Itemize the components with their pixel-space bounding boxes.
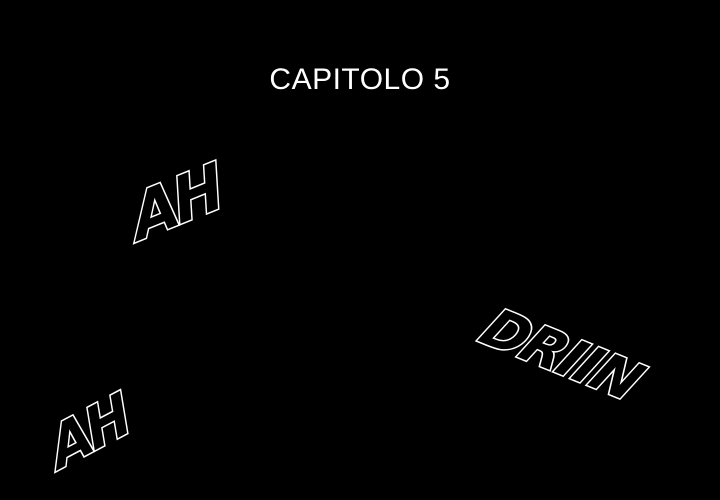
sound-effect-driin: DRIIN xyxy=(468,296,655,414)
sound-effect-ah-bottom: AH xyxy=(40,381,138,484)
sound-effect-ah-top: AH xyxy=(123,148,229,257)
chapter-title: CAPITOLO 5 xyxy=(269,63,451,96)
